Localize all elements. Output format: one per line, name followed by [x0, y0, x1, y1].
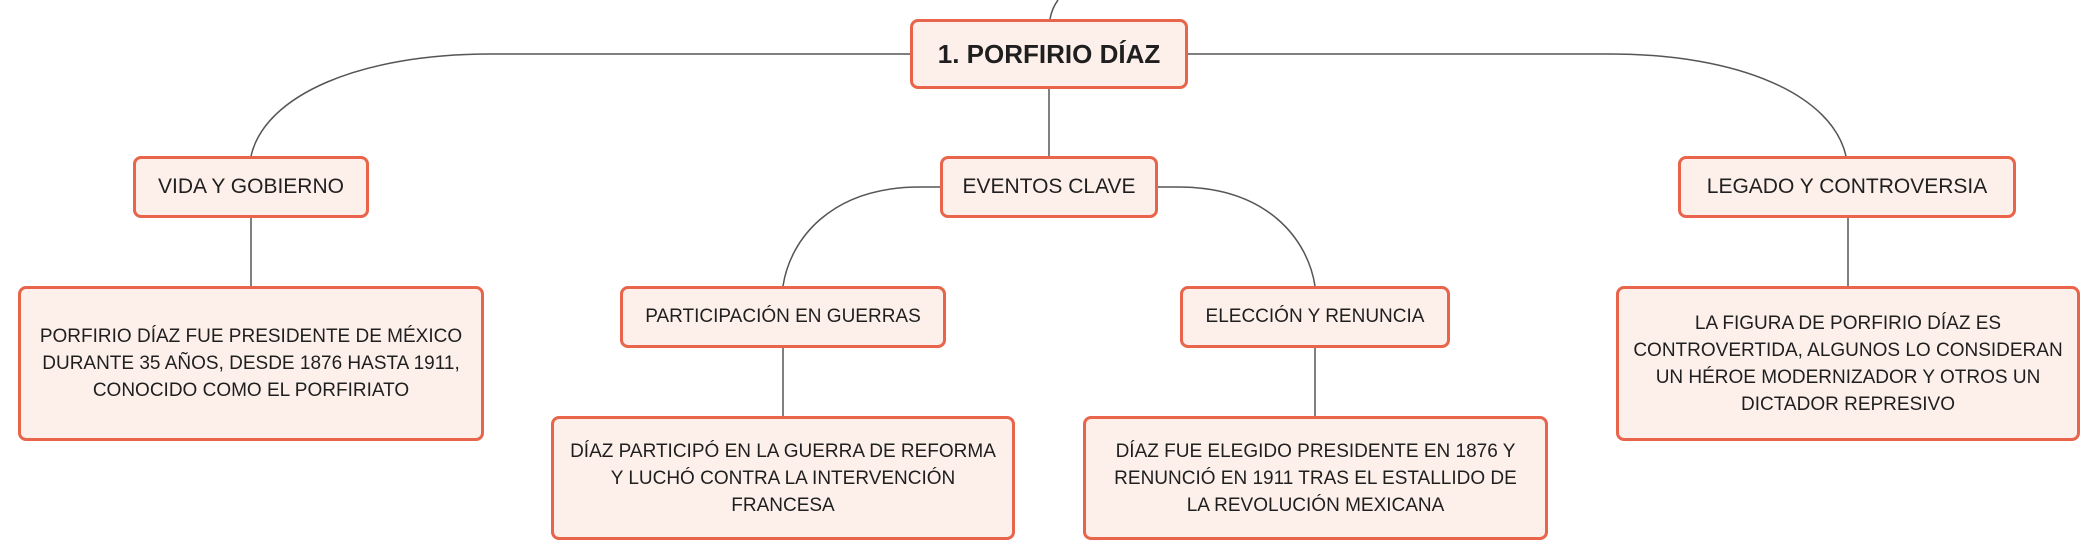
- subtopic-node-participacion-en-guerras[interactable]: PARTICIPACIÓN EN GUERRAS: [620, 286, 946, 348]
- connector-eventos-to-eleccion: [1158, 186, 1316, 287]
- branch-label: VIDA Y GOBIERNO: [158, 175, 344, 198]
- subtopic-label: ELECCIÓN Y RENUNCIA: [1205, 306, 1425, 327]
- branch-node-eventos-clave[interactable]: EVENTOS CLAVE: [940, 156, 1158, 218]
- connector-parent-to-root: [1049, 0, 1059, 20]
- branch-label: EVENTOS CLAVE: [962, 175, 1136, 198]
- root-label: 1. PORFIRIO DÍAZ: [937, 38, 1161, 69]
- detail-text: DÍAZ FUE ELEGIDO PRESIDENTE EN 1876 Y RE…: [1114, 440, 1517, 516]
- detail-text: LA FIGURA DE PORFIRIO DÍAZ ES CONTROVERT…: [1633, 312, 2063, 415]
- subtopic-label: PARTICIPACIÓN EN GUERRAS: [645, 306, 921, 327]
- detail-node-vida-y-gobierno[interactable]: PORFIRIO DÍAZ FUE PRESIDENTE DE MÉXICO D…: [18, 286, 484, 441]
- detail-node-participacion-en-guerras[interactable]: DÍAZ PARTICIPÓ EN LA GUERRA DE REFORMA Y…: [551, 416, 1015, 540]
- detail-node-legado-y-controversia[interactable]: LA FIGURA DE PORFIRIO DÍAZ ES CONTROVERT…: [1616, 286, 2080, 441]
- branch-label: LEGADO Y CONTROVERSIA: [1706, 175, 1988, 198]
- connector-eventos-to-guerras: [782, 186, 940, 287]
- connector-root-to-legado: [1188, 53, 1847, 157]
- detail-text: DÍAZ PARTICIPÓ EN LA GUERRA DE REFORMA Y…: [570, 440, 996, 516]
- connector-root-to-vida: [250, 53, 910, 157]
- detail-node-eleccion-y-renuncia[interactable]: DÍAZ FUE ELEGIDO PRESIDENTE EN 1876 Y RE…: [1083, 416, 1548, 540]
- root-node[interactable]: 1. PORFIRIO DÍAZ: [910, 19, 1188, 89]
- branch-node-legado-y-controversia[interactable]: LEGADO Y CONTROVERSIA: [1678, 156, 2016, 218]
- subtopic-node-eleccion-y-renuncia[interactable]: ELECCIÓN Y RENUNCIA: [1180, 286, 1450, 348]
- branch-node-vida-y-gobierno[interactable]: VIDA Y GOBIERNO: [133, 156, 369, 218]
- detail-text: PORFIRIO DÍAZ FUE PRESIDENTE DE MÉXICO D…: [39, 326, 463, 401]
